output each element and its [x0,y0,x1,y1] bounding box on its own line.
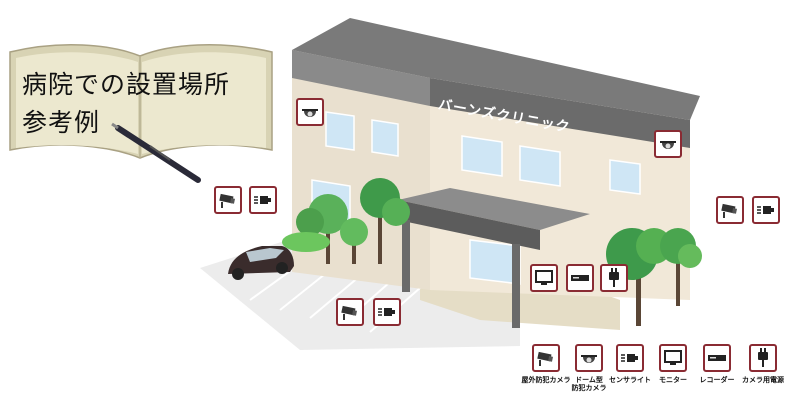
power-plug-icon [758,348,768,367]
dome-camera-badge [296,98,324,126]
book-illustration [9,44,273,159]
sensor-light-icon [621,354,638,362]
legend-label: センサライト [597,376,663,384]
power-plug-badge [749,344,777,372]
recorder-icon [571,275,589,281]
legend-item-box-camera: 屋外防犯カメラ [513,344,579,400]
legend-item-dome-camera: ドーム型防犯カメラ [556,344,622,400]
recorder-badge [566,264,594,292]
title-line-1: 病院での設置場所 [22,70,231,99]
sensor-light-badge [616,344,644,372]
sensor-light-badge [249,186,277,214]
legend-label-line: センサライト [609,376,651,384]
box-camera-icon [219,193,236,208]
box-camera-badge [214,186,242,214]
dome-camera-icon [581,355,597,363]
legend-label: 屋外防犯カメラ [513,376,579,384]
legend-label-line: 屋外防犯カメラ [521,376,571,384]
sensor-light-icon [757,206,774,214]
sensor-light-icon [254,196,271,204]
roof-top [292,18,700,120]
legend-label-line: カメラ用電源 [742,376,784,384]
legend-item-recorder: レコーダー [684,344,750,400]
box-camera-icon [721,203,738,218]
legend-item-monitor: モニター [640,344,706,400]
dome-camera-icon [302,109,318,117]
recorder-badge [703,344,731,372]
legend-label: カメラ用電源 [730,376,796,384]
legend-label-line: 防犯カメラ [571,384,607,392]
box-camera-icon [341,305,358,320]
power-plug-badge [600,264,628,292]
monitor-icon [535,270,553,285]
legend-label-line: ドーム型 [575,376,603,384]
box-camera-badge [532,344,560,372]
legend-label: レコーダー [684,376,750,384]
sensor-light-badge [752,196,780,224]
canopy-pillar-right [512,244,520,328]
monitor-icon [664,350,682,365]
sensor-light-icon [378,308,395,316]
roof-side [292,50,430,106]
dome-camera-badge [654,130,682,158]
canopy-top [398,188,590,230]
dome-camera-badge [575,344,603,372]
sensor-light-badge [373,298,401,326]
legend-item-power-plug: カメラ用電源 [730,344,796,400]
canopy-pillar-left [402,220,410,292]
monitor-badge [530,264,558,292]
recorder-icon [708,355,726,361]
legend-label: ドーム型防犯カメラ [556,376,622,392]
legend-label-line: レコーダー [699,376,735,384]
legend-item-sensor-light: センサライト [597,344,663,400]
canopy-front [398,200,540,250]
monitor-badge [659,344,687,372]
roof-front [430,78,690,148]
dome-camera-icon [660,141,676,149]
pen-illustration [111,122,201,183]
title-line-2: 参考例 [22,108,101,137]
box-camera-badge [336,298,364,326]
legend-label: モニター [640,376,706,384]
power-plug-icon [609,268,619,287]
parked-car [228,246,294,280]
box-camera-badge [716,196,744,224]
box-camera-icon [537,351,554,366]
legend-label-line: モニター [659,376,687,384]
